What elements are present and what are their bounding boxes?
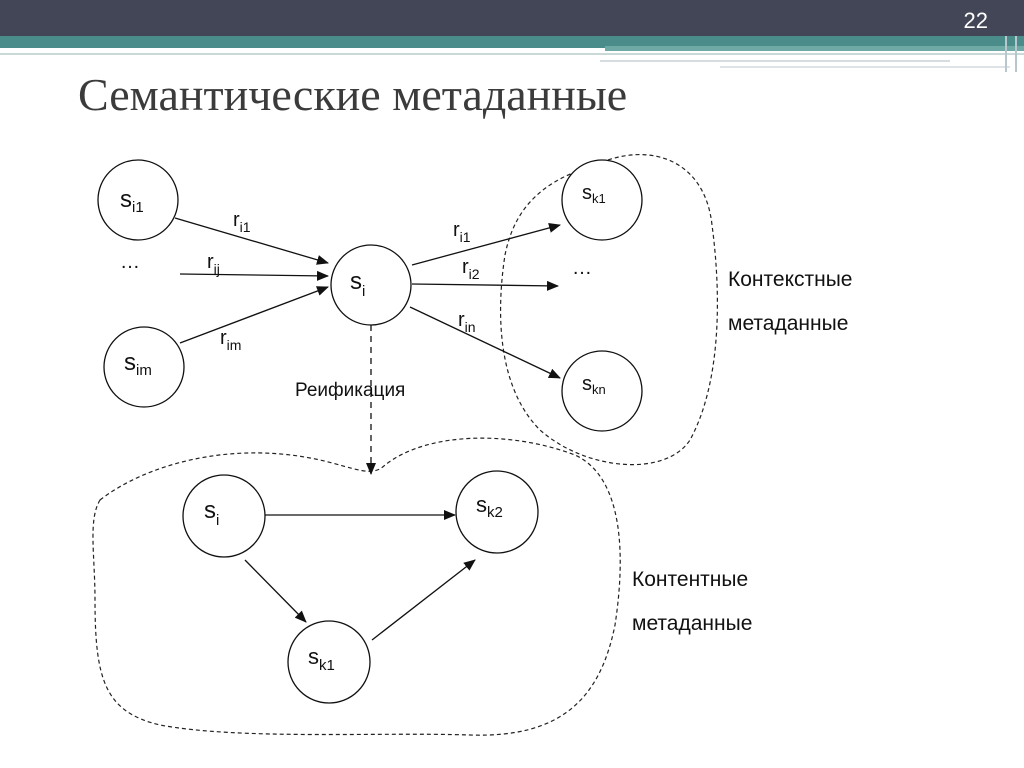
node-label-skn: skn (582, 373, 606, 397)
node-label-si-bottom: si (204, 497, 219, 529)
reification-label: Реификация (295, 380, 405, 401)
content-metadata-label: Контентные метаданные (632, 558, 752, 646)
node-skn (561, 350, 643, 432)
node-si (330, 244, 412, 326)
slide-title: Семантические метаданные (78, 69, 628, 120)
node-label-si1: si1 (120, 186, 144, 216)
edge-si-ellipsis (411, 280, 559, 291)
edge-si-sk1 (244, 559, 307, 623)
node-sk1-top (561, 159, 643, 241)
node-si-bottom (182, 474, 266, 558)
header-decoration (0, 36, 1024, 72)
node-label-sk1-bottom: sk1 (308, 644, 335, 674)
edge-label-ri1-out: ri1 (453, 219, 471, 245)
content-label-line1: Контентные (632, 568, 749, 591)
node-si1 (97, 159, 179, 241)
node-sk1-bottom (287, 620, 371, 704)
ellipsis-left: … (120, 251, 140, 273)
edge-si1-si (174, 217, 329, 265)
edge-label-ri1-in: ri1 (233, 209, 251, 235)
content-label-line2: метаданные (632, 612, 753, 635)
ellipsis-right: … (572, 257, 592, 279)
edge-sk1-sk2 (371, 559, 476, 641)
node-sim (103, 326, 185, 408)
edge-si-skn (409, 306, 561, 379)
edge-si-sk1 (411, 223, 561, 266)
node-sk2-bottom (455, 470, 539, 554)
edge-label-rij: rij (207, 251, 220, 277)
content-region (92, 437, 621, 736)
slide-number: 22 (963, 8, 988, 33)
top-bar (0, 0, 1024, 36)
context-label-line2: метаданные (728, 312, 849, 335)
edge-label-rin: rin (458, 309, 476, 335)
edge-sim-si (179, 286, 329, 344)
node-label-si: si (350, 268, 365, 300)
node-label-sk2-bottom: sk2 (476, 492, 503, 521)
accent-band (0, 36, 1024, 48)
edge-label-rim: rim (220, 327, 241, 353)
edge-sij-si (179, 270, 329, 281)
context-label-line1: Контекстные (728, 268, 853, 291)
context-region (499, 153, 719, 466)
node-label-sim: sim (124, 349, 152, 379)
context-metadata-label: Контекстные метаданные (728, 258, 852, 346)
edge-label-ri2: ri2 (462, 256, 480, 282)
node-label-sk1-top: sk1 (582, 182, 606, 206)
